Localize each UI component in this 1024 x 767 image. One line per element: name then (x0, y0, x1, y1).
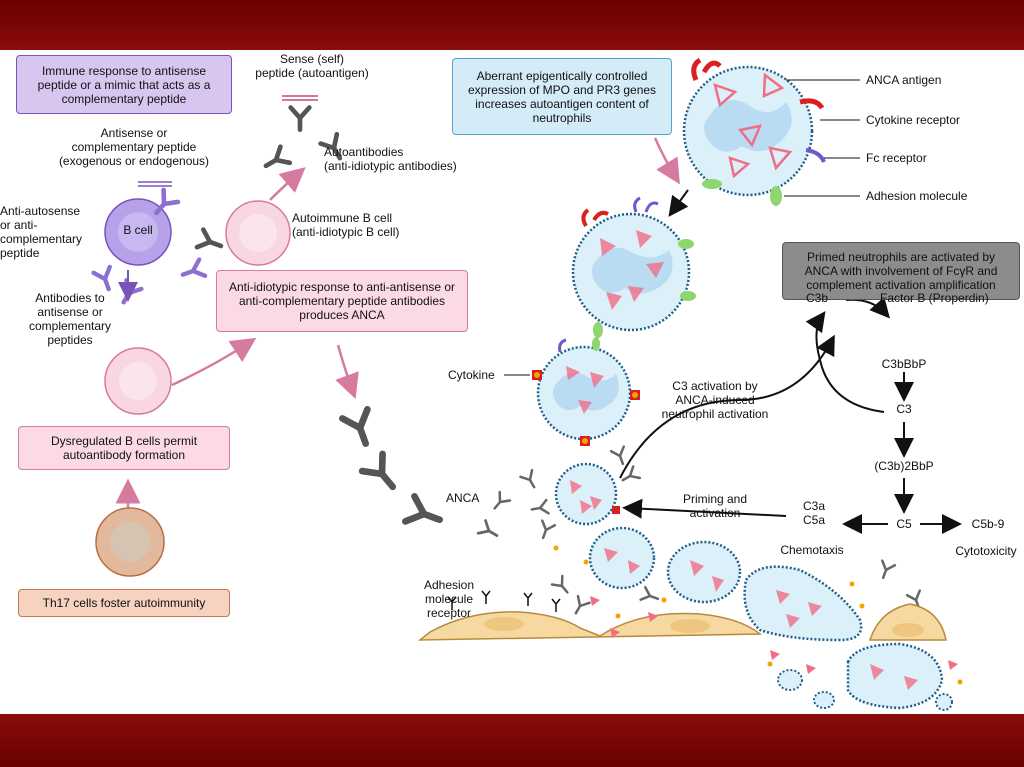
autoantibody-icon (261, 147, 290, 174)
anca-label: ANCA (446, 491, 496, 505)
anti-idiotypic-receptor-icon (197, 230, 224, 255)
c3-label: C3 (888, 402, 920, 416)
anti-idiotypic-text: Anti-idiotypic response to anti-antisens… (223, 280, 461, 322)
neutrophil-migrating-1 (590, 528, 654, 588)
anca-antibody-icon (531, 500, 549, 516)
arrow-to-primed (672, 190, 688, 212)
anca-antibody-icon (478, 521, 500, 542)
antibody-icon (94, 267, 117, 292)
sense-peptide-label: Sense (self) peptide (autoantigen) (252, 52, 372, 80)
c3a-c5a-label: C3a C5a (796, 499, 832, 527)
bottom-band (0, 714, 1024, 767)
fc-receptor-label: Fc receptor (866, 151, 1006, 165)
adhesion-receptor-label: Adhesion molecule receptor (414, 578, 484, 620)
cytokine-receptor-label: Cytokine receptor (866, 113, 1006, 127)
top-band (0, 0, 1024, 50)
arrow-to-autoantibodies (270, 172, 300, 200)
neutrophil-large (684, 60, 824, 206)
factor-b-label: Factor B (Properdin) (880, 291, 1020, 305)
antibodies-to-label: Antibodies to antisense or complementary… (10, 291, 130, 347)
anca-antigen-label: ANCA antigen (866, 73, 1006, 87)
cytotoxicity-label: Cytotoxicity (948, 544, 1024, 558)
arrow-aberrant (655, 138, 676, 178)
anca-antibody-icon (611, 447, 629, 466)
arrow-to-anca (338, 345, 353, 392)
neutrophil-migrating-3 (745, 567, 862, 640)
anca-antibody-icon (342, 409, 378, 448)
th17-text: Th17 cells foster autoimmunity (43, 596, 206, 610)
b-cell-label: B cell (110, 223, 166, 237)
anca-antibody-icon (537, 521, 555, 540)
arrow-to-anti-idiotypic (172, 342, 250, 385)
chemotaxis-label: Chemotaxis (768, 543, 856, 557)
anca-antibody-icon (619, 466, 639, 485)
c3b-label: C3b (806, 291, 846, 305)
anca-antibody-icon (877, 561, 895, 580)
neutrophil-necrotic (778, 644, 952, 710)
antisense-peptide (138, 182, 172, 186)
neutrophil-primed (573, 198, 696, 338)
anca-antibody-icon (362, 454, 403, 495)
autoimmune-b-label: Autoimmune B cell (anti-idiotypic B cell… (292, 211, 432, 239)
sense-peptide (282, 96, 318, 100)
c5b9-label: C5b-9 (960, 517, 1016, 531)
neutrophil-activated (556, 464, 620, 524)
autoimmune-b-cell (226, 201, 290, 265)
endothelium (420, 604, 946, 640)
anca-antibody-icon (641, 587, 660, 605)
anti-idiotypic-box: Anti-idiotypic response to anti-antisens… (216, 270, 468, 332)
anca-antibody-icon (405, 496, 444, 532)
antisense-peptide-label: Antisense or complementary peptide (exog… (28, 126, 240, 168)
c5-label: C5 (890, 517, 918, 531)
c3b2bbp-label: (C3b)2BbP (862, 459, 946, 473)
th17-cell (96, 508, 164, 576)
aberrant-box: Aberrant epigentically controlled expres… (452, 58, 672, 135)
anti-autosense-label: Anti-autosense or anti- complementary pe… (0, 204, 100, 260)
neutrophil-cytokine (532, 337, 640, 446)
dysregulated-text: Dysregulated B cells permit autoantibody… (25, 434, 223, 462)
c3bbbp-label: C3bBbP (874, 357, 934, 371)
antibody-icon (180, 260, 205, 283)
diagram-canvas: Immune response to antisense peptide or … (0, 50, 1024, 714)
c3-activation-label: C3 activation by ANCA-induced neutrophil… (650, 379, 780, 421)
autoantibodies-label: Autoantibodies (anti-idiotypic antibodie… (324, 145, 494, 173)
th17-box: Th17 cells foster autoimmunity (18, 589, 230, 617)
priming-label: Priming and activation (660, 492, 770, 520)
immune-response-text: Immune response to antisense peptide or … (23, 64, 225, 106)
aberrant-text: Aberrant epigentically controlled expres… (459, 69, 665, 125)
primed-text: Primed neutrophils are activated by ANCA… (789, 250, 1013, 292)
neutrophil-migrating-2 (668, 542, 740, 602)
adhesion-molecule-label: Adhesion molecule (866, 189, 1006, 203)
anca-antibody-icon (520, 470, 539, 490)
immune-response-box: Immune response to antisense peptide or … (16, 55, 232, 114)
anca-antibody-icon (552, 576, 572, 597)
cytokine-label: Cytokine (448, 368, 508, 382)
autoantibody-icon (291, 108, 310, 130)
anca-antibody-icon (570, 596, 589, 616)
dysregulated-box: Dysregulated B cells permit autoantibody… (18, 426, 230, 470)
dysregulated-b-cell (105, 348, 171, 414)
